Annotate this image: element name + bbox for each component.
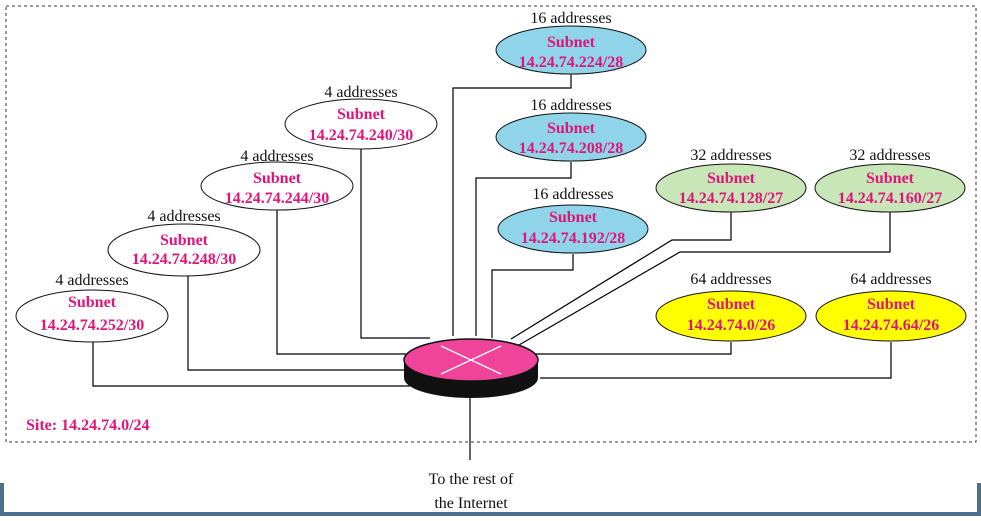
address-count-s192: 16 addresses xyxy=(532,186,613,203)
subnet-ellipse-s224 xyxy=(495,25,647,75)
subnet-address-s248: 14.24.74.248/30 xyxy=(132,251,236,268)
subnet-ellipse-s240 xyxy=(284,98,438,150)
subnet-address-s64: 14.24.74.64/26 xyxy=(843,317,939,334)
subnet-s0: 64 addresses Subnet 14.24.74.0/26 xyxy=(655,271,807,342)
frame-bar-right xyxy=(977,483,981,516)
subnet-ellipse-s64 xyxy=(815,290,967,342)
subnet-address-s244: 14.24.74.244/30 xyxy=(225,190,329,207)
address-count-s128: 32 addresses xyxy=(690,147,771,164)
address-count-s160: 32 addresses xyxy=(849,147,930,164)
internet-label-line1: To the rest of xyxy=(429,471,514,488)
router xyxy=(403,338,539,398)
subnet-title-s192: Subnet xyxy=(549,209,598,226)
subnet-title-s128: Subnet xyxy=(707,170,756,187)
address-count-s224: 16 addresses xyxy=(530,10,611,27)
subnet-ellipse-s244 xyxy=(200,161,354,211)
subnet-title-s208: Subnet xyxy=(547,120,596,137)
subnet-s208: 16 addresses Subnet 14.24.74.208/28 xyxy=(495,97,647,162)
wire-s64 xyxy=(540,342,892,379)
subnet-ellipse-s192 xyxy=(497,204,649,254)
subnet-title-s160: Subnet xyxy=(866,170,915,187)
subnet-title-s248: Subnet xyxy=(160,232,209,249)
subnet-ellipse-s0 xyxy=(655,290,807,342)
address-count-s0: 64 addresses xyxy=(690,271,771,288)
address-count-s248: 4 addresses xyxy=(147,208,220,225)
subnet-address-s160: 14.24.74.160/27 xyxy=(838,190,942,207)
subnet-title-s244: Subnet xyxy=(253,170,302,187)
subnet-title-s0: Subnet xyxy=(707,296,756,313)
subnet-title-s64: Subnet xyxy=(867,296,916,313)
subnet-s64: 64 addresses Subnet 14.24.74.64/26 xyxy=(815,271,967,342)
subnet-address-s252: 14.24.74.252/30 xyxy=(40,317,144,334)
subnet-s252: 4 addresses Subnet 14.24.74.252/30 xyxy=(15,272,169,343)
address-count-s64: 64 addresses xyxy=(850,271,931,288)
address-count-s244: 4 addresses xyxy=(240,148,313,165)
subnet-s244: 4 addresses Subnet 14.24.74.244/30 xyxy=(200,148,354,211)
subnet-s224: 16 addresses Subnet 14.24.74.224/28 xyxy=(495,10,647,75)
subnet-s128: 32 addresses Subnet 14.24.74.128/27 xyxy=(655,147,807,213)
address-count-s240: 4 addresses xyxy=(324,84,397,101)
subnet-s248: 4 addresses Subnet 14.24.74.248/30 xyxy=(107,208,261,277)
subnet-address-s208: 14.24.74.208/28 xyxy=(519,140,623,157)
subnet-s192: 16 addresses Subnet 14.24.74.192/28 xyxy=(497,186,649,254)
subnet-address-s0: 14.24.74.0/26 xyxy=(687,317,775,334)
wire-s208 xyxy=(475,162,572,336)
subnet-title-s252: Subnet xyxy=(68,294,117,311)
subnet-ellipse-s208 xyxy=(495,112,647,162)
wire-s240 xyxy=(360,148,430,339)
address-count-s208: 16 addresses xyxy=(530,97,611,114)
subnet-address-s224: 14.24.74.224/28 xyxy=(519,54,623,71)
wire-s244 xyxy=(276,208,412,355)
site-label: Site: 14.24.74.0/24 xyxy=(26,417,150,434)
subnet-ellipse-s252 xyxy=(15,289,169,343)
subnet-address-s128: 14.24.74.128/27 xyxy=(679,190,783,207)
subnet-s240: 4 addresses Subnet 14.24.74.240/30 xyxy=(284,84,438,150)
frame-bar-left xyxy=(0,483,4,516)
subnet-ellipse-s128 xyxy=(655,163,807,213)
wire-s248 xyxy=(187,276,406,371)
address-count-s252: 4 addresses xyxy=(55,272,128,289)
wire-s160 xyxy=(518,212,891,346)
subnet-ellipse-s248 xyxy=(107,223,261,277)
wire-s128 xyxy=(510,212,732,340)
wires xyxy=(92,68,892,460)
wire-s224 xyxy=(452,68,572,336)
frame-bar-bottom xyxy=(0,512,981,516)
wire-s0 xyxy=(532,342,732,355)
wire-s252 xyxy=(92,342,410,387)
subnet-title-s240: Subnet xyxy=(337,106,386,123)
wire-s192 xyxy=(491,254,574,338)
subnet-address-s240: 14.24.74.240/30 xyxy=(309,127,413,144)
subnet-s160: 32 addresses Subnet 14.24.74.160/27 xyxy=(814,147,966,213)
subnet-ellipse-s160 xyxy=(814,163,966,213)
internet-label-line2: the Internet xyxy=(434,495,508,512)
subnet-title-s224: Subnet xyxy=(547,34,596,51)
site-boundary xyxy=(5,5,977,443)
router-x-icon-2 xyxy=(440,345,502,375)
subnet-address-s192: 14.24.74.192/28 xyxy=(521,230,625,247)
